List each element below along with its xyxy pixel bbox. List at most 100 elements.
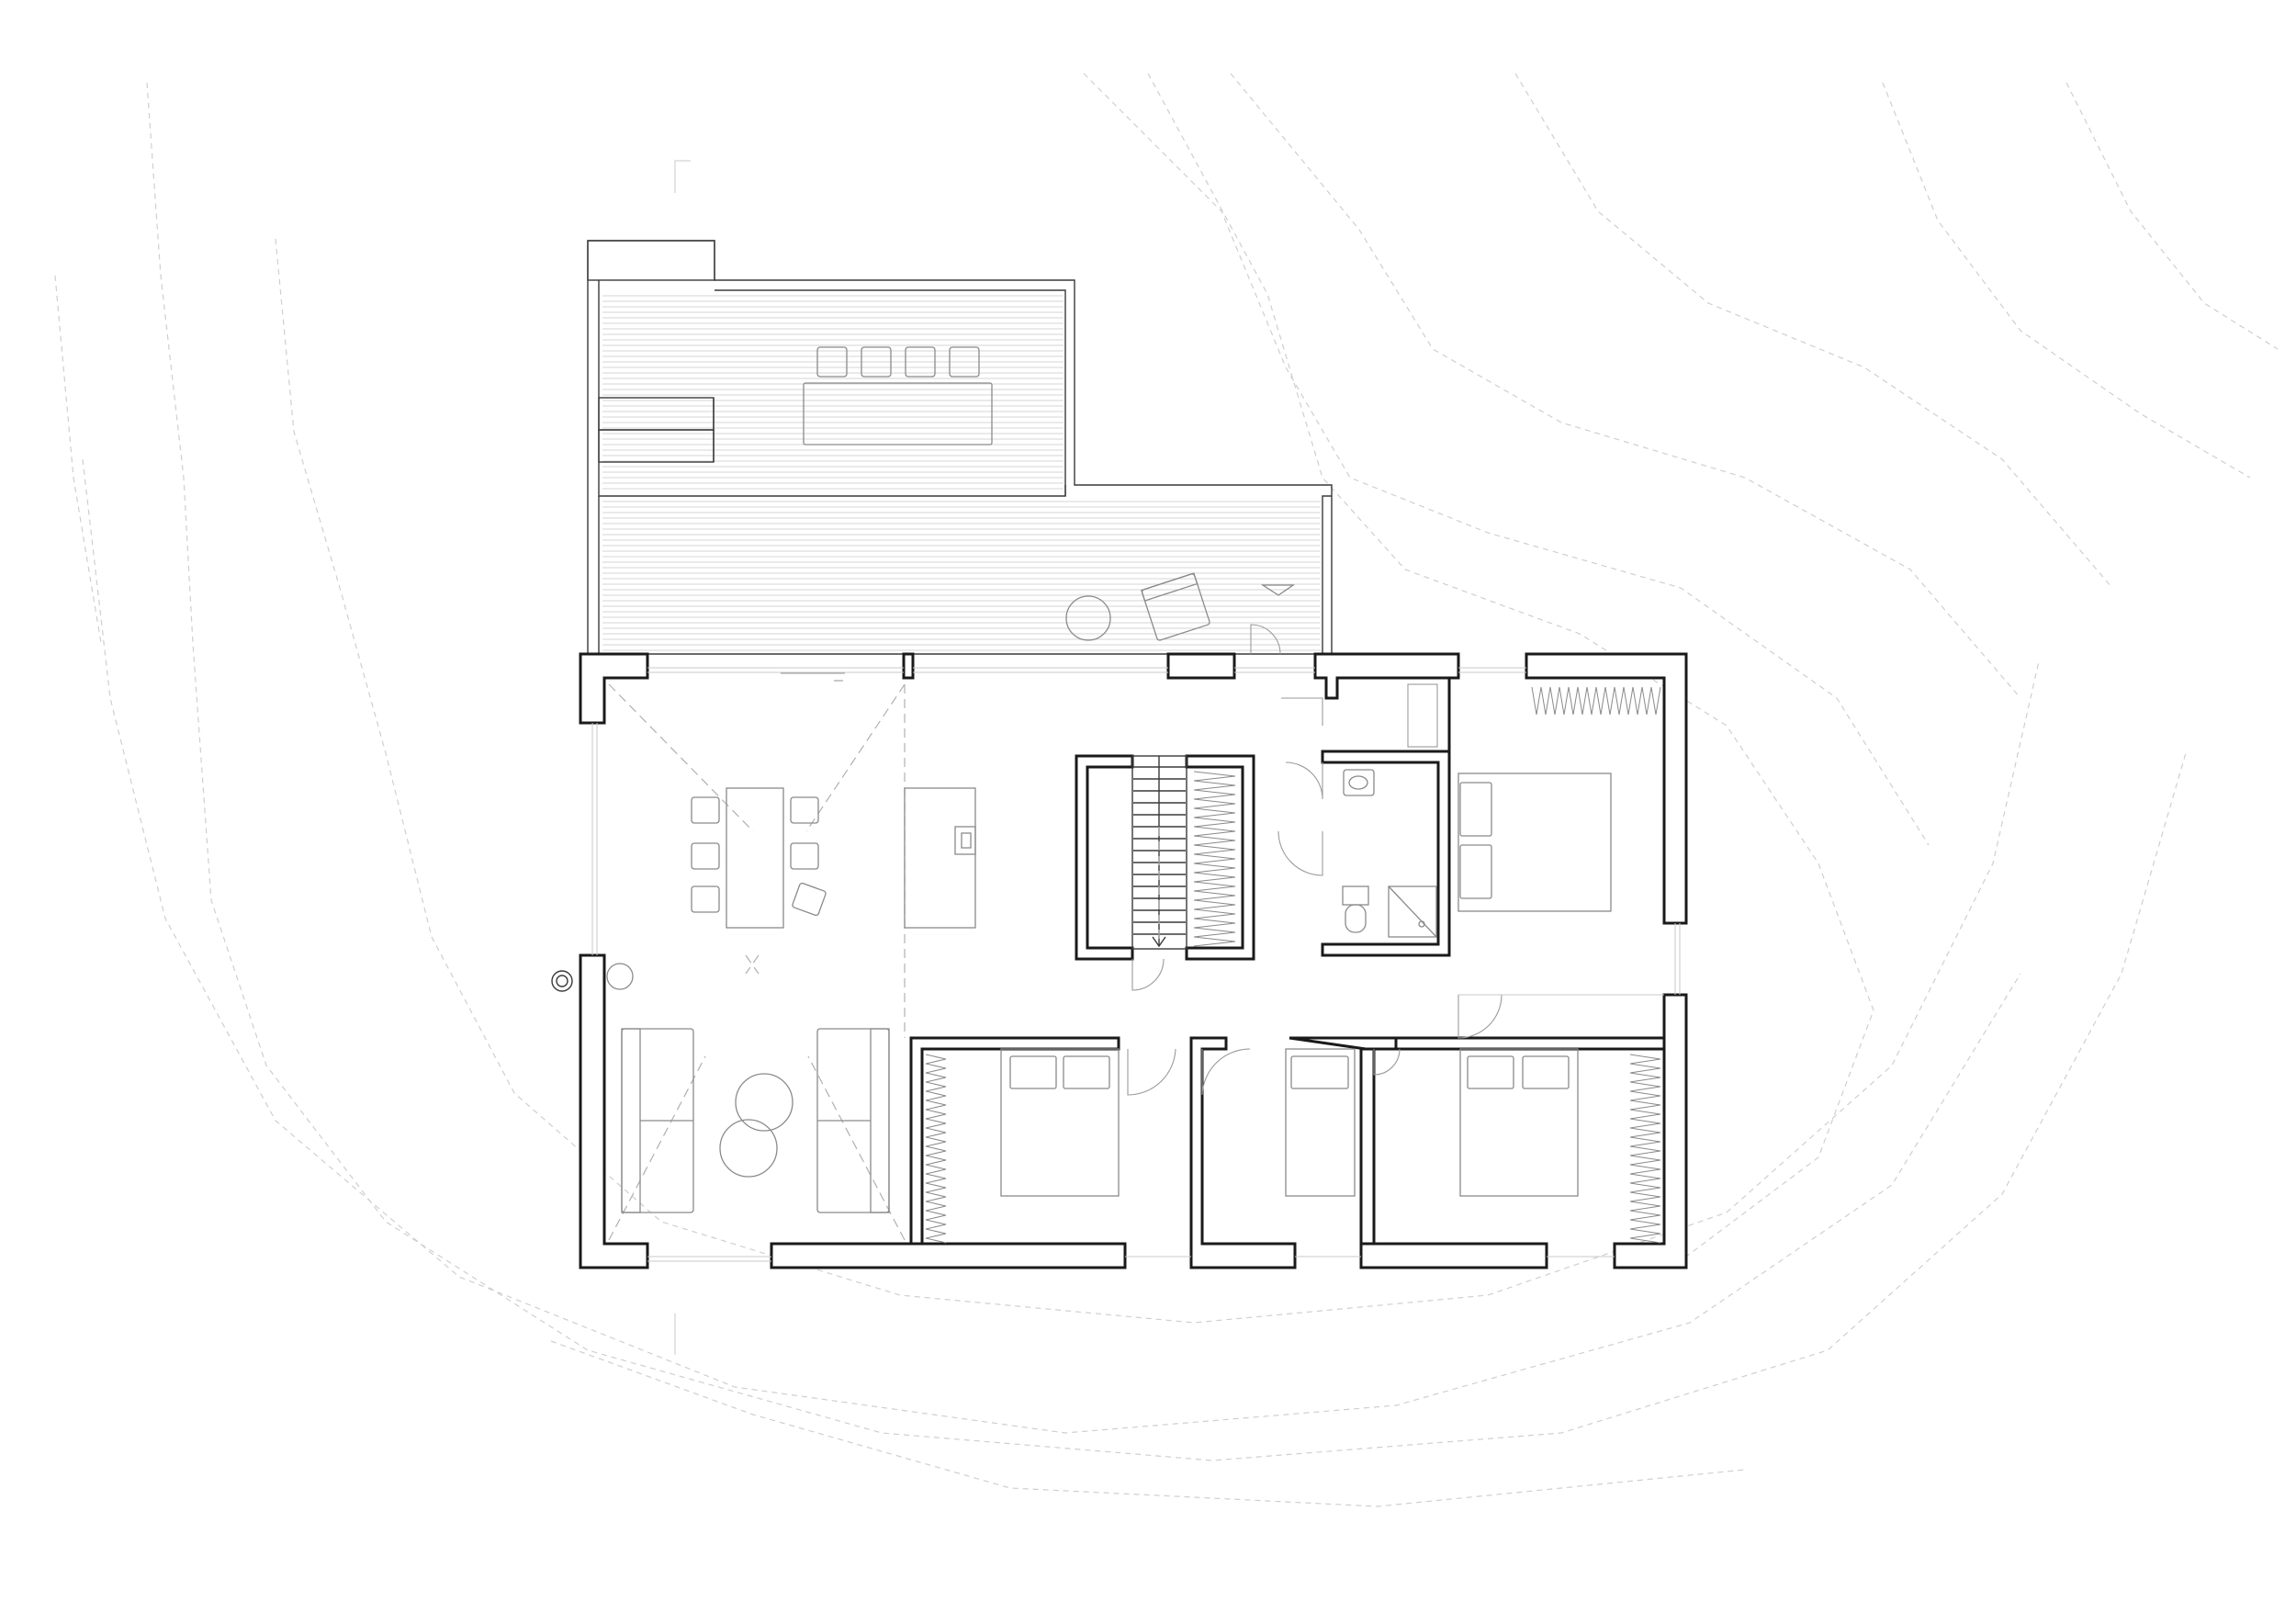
hatch-line xyxy=(1629,1132,1661,1138)
hatch-line xyxy=(925,1081,947,1088)
living-dining-area xyxy=(591,667,1681,1262)
hatch-line xyxy=(1193,835,1236,841)
hatch-line xyxy=(1193,840,1236,846)
hatch-line xyxy=(1623,686,1629,716)
hatch-line xyxy=(1193,890,1236,897)
kitchen-island xyxy=(904,787,976,929)
hatch-line xyxy=(925,1187,947,1193)
hatch-line xyxy=(1629,1182,1661,1189)
hatch-line xyxy=(1629,1141,1661,1147)
dining-table xyxy=(691,787,827,929)
hatch-line xyxy=(1618,686,1625,716)
hatch-line xyxy=(1554,686,1560,716)
hatch-line xyxy=(1193,922,1236,929)
hatch-line xyxy=(1629,1205,1661,1212)
hatch-line xyxy=(925,1219,947,1225)
hatch-line xyxy=(1193,913,1236,919)
hatch-line xyxy=(925,1067,947,1074)
hatch-line xyxy=(1629,1086,1661,1092)
exterior-walls xyxy=(579,652,1688,1269)
hatch-line xyxy=(925,1205,947,1212)
hatch-line xyxy=(925,1178,947,1184)
hatch-line xyxy=(1629,1113,1661,1120)
hatch-line xyxy=(1193,826,1236,832)
hatch-line xyxy=(1193,936,1236,942)
hatch-line xyxy=(1629,1067,1661,1074)
hatch-line xyxy=(1629,1233,1661,1239)
stair-core xyxy=(1075,754,1255,991)
hatch-line xyxy=(1629,1109,1661,1115)
hatch-line xyxy=(1193,881,1236,887)
hatch-line xyxy=(1572,686,1579,716)
hatch-line xyxy=(1540,686,1547,716)
hatch-line xyxy=(925,1150,947,1156)
hatch-line xyxy=(1193,927,1236,933)
hatch-line xyxy=(1193,867,1236,874)
hatch-line xyxy=(1193,784,1236,791)
hatch-line xyxy=(1193,941,1236,947)
bathroom-door-swings xyxy=(1277,697,1323,876)
master-bedroom xyxy=(1458,686,1664,996)
hatch-line xyxy=(1629,1159,1661,1166)
hatch-line xyxy=(925,1058,947,1065)
hatch-line xyxy=(1629,1173,1661,1179)
hatch-line xyxy=(925,1191,947,1198)
site-boundary-marks xyxy=(674,160,691,1355)
hatch-line xyxy=(1559,686,1565,716)
hatch-line xyxy=(1655,686,1661,716)
bedroom-3 xyxy=(1458,994,1661,1244)
hatch-line xyxy=(1568,686,1574,716)
hatch-line xyxy=(1193,821,1236,828)
hatch-line xyxy=(1586,686,1593,716)
hatch-line xyxy=(1629,1118,1661,1124)
hatch-line xyxy=(1627,686,1634,716)
hatch-line xyxy=(925,1155,947,1161)
hatch-line xyxy=(925,1228,947,1235)
hatch-line xyxy=(925,1233,947,1239)
hatch-line xyxy=(1193,844,1236,851)
hatch-line xyxy=(1193,807,1236,814)
hatch-line xyxy=(1193,872,1236,878)
outdoor-dining-set xyxy=(803,346,993,445)
bedroom-2 xyxy=(1201,1048,1401,1197)
terrace-door-swing xyxy=(1250,584,1296,655)
hatch-line xyxy=(1609,686,1615,716)
hatch-line xyxy=(1193,885,1236,892)
master-wardrobe-hatch xyxy=(1531,686,1661,716)
hatch-line xyxy=(1629,1136,1661,1143)
hatch-line xyxy=(925,1127,947,1133)
hatch-line xyxy=(1629,1127,1661,1133)
hatch-line xyxy=(1193,780,1236,786)
hatch-line xyxy=(925,1090,947,1097)
hatch-line xyxy=(1629,1155,1661,1161)
hatch-line xyxy=(1629,1077,1661,1083)
hatch-line xyxy=(1629,1210,1661,1216)
hatch-line xyxy=(1531,686,1537,716)
hatch-line xyxy=(925,1237,947,1244)
hatch-line xyxy=(925,1159,947,1166)
hatch-line xyxy=(925,1132,947,1138)
hatch-line xyxy=(1637,686,1643,716)
hatch-line xyxy=(925,1164,947,1170)
hatch-line xyxy=(1193,918,1236,924)
hatch-line xyxy=(1629,1063,1661,1069)
hatch-line xyxy=(1629,1164,1661,1170)
hatch-line xyxy=(1549,686,1556,716)
hatch-line xyxy=(925,1224,947,1230)
hatch-line xyxy=(925,1210,947,1216)
hatch-line xyxy=(1629,1122,1661,1129)
hatch-line xyxy=(1193,817,1236,823)
hatch-line xyxy=(1193,812,1236,818)
hatch-line xyxy=(1629,1219,1661,1225)
hatch-line xyxy=(925,1109,947,1115)
hatch-line xyxy=(1629,1104,1661,1111)
hatch-line xyxy=(1629,1054,1661,1060)
hatch-line xyxy=(925,1086,947,1092)
hatch-line xyxy=(1629,1178,1661,1184)
hatch-line xyxy=(1591,686,1597,716)
outdoor-stove-icon xyxy=(551,970,573,992)
terrace-lounge-chair xyxy=(1065,572,1210,641)
hatch-line xyxy=(925,1196,947,1202)
hatch-line xyxy=(1629,1168,1661,1175)
hatch-line xyxy=(1545,686,1551,716)
